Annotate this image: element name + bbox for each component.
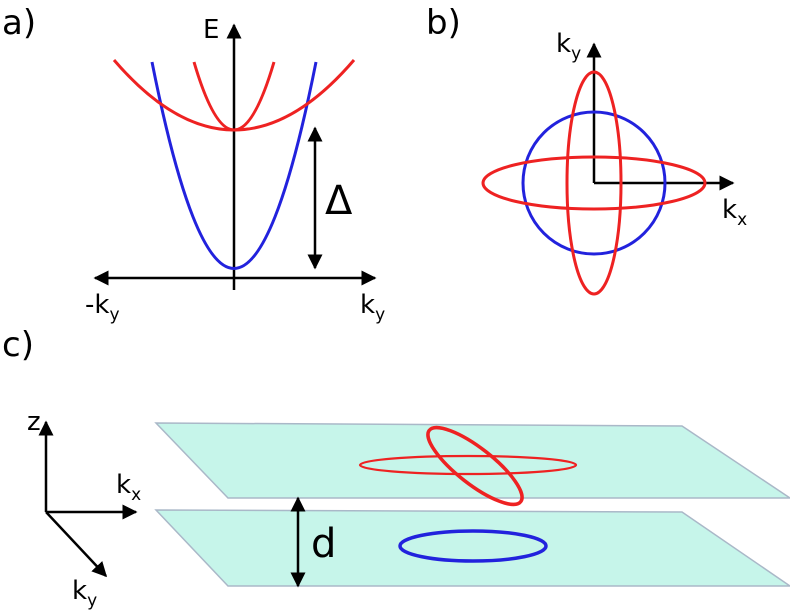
top-layer-plane xyxy=(154,422,790,499)
red-fermi-ellipse-vertical xyxy=(565,70,623,296)
panel-b-label: b) xyxy=(426,3,461,43)
panel-c: c) z kx ky d xyxy=(2,325,790,611)
kx-axis-label: kx xyxy=(722,195,747,230)
red-fermi-ellipse-horizontal xyxy=(481,155,707,211)
ky-axis-label: ky xyxy=(556,29,581,64)
kx-axis-3d-label: kx xyxy=(116,470,141,505)
neg-ky-label: -ky xyxy=(85,290,120,325)
panel-a-label: a) xyxy=(2,3,36,43)
energy-axis-label: E xyxy=(203,15,219,45)
ky-label: ky xyxy=(360,290,385,325)
blue-fermi-circle xyxy=(521,110,667,256)
panel-c-label: c) xyxy=(2,325,34,365)
lower-band-curve xyxy=(150,61,318,270)
top-layer-red-ellipse-tilted xyxy=(426,425,524,507)
ky-axis-3d xyxy=(45,511,108,578)
gap-symbol: Δ xyxy=(325,178,353,224)
bottom-layer-blue-ellipse xyxy=(398,529,548,563)
upper-band-narrow-curve xyxy=(192,61,276,132)
ky-axis-3d-label: ky xyxy=(72,576,97,611)
panel-b: b) ky kx xyxy=(426,3,747,296)
bottom-layer-plane xyxy=(154,509,790,587)
layer-spacing-label: d xyxy=(311,521,336,567)
panel-a: a) E -ky ky Δ xyxy=(2,3,385,325)
z-axis-label: z xyxy=(27,407,41,437)
top-layer-red-ellipse-flat xyxy=(358,454,578,476)
